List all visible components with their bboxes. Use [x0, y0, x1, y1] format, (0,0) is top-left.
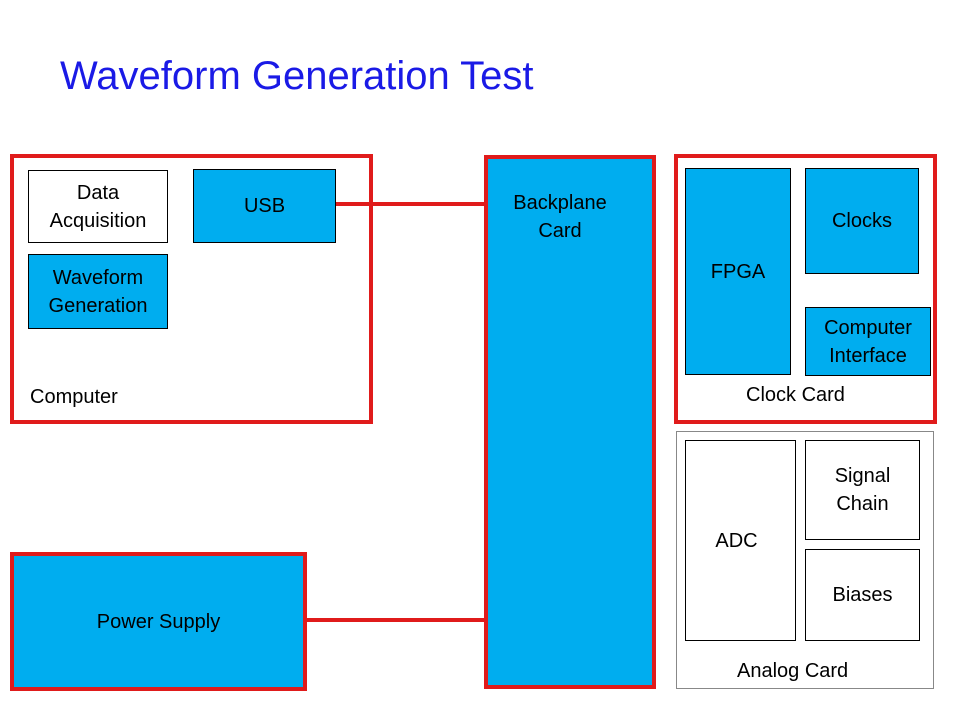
- computer-label: Computer: [30, 386, 118, 408]
- computer-interface-box: Computer Interface: [805, 307, 931, 376]
- adc-label: ADC: [715, 529, 758, 552]
- page-title: Waveform Generation Test: [60, 54, 534, 98]
- power-backplane-connector: [307, 618, 486, 622]
- signal-chain-label: Signal Chain: [834, 465, 891, 515]
- power-supply-box: Power Supply: [10, 552, 307, 691]
- backplane-label: Backplane Card: [513, 192, 607, 242]
- power-supply-label: Power Supply: [96, 610, 221, 633]
- biases-box: Biases: [805, 549, 920, 641]
- clock-card-frame: [674, 154, 937, 424]
- data-acquisition-label: Data Acquisition: [49, 181, 147, 232]
- backplane-card: [484, 155, 656, 689]
- computer-frame: [10, 154, 373, 424]
- clocks-label: Clocks: [831, 210, 892, 232]
- waveform-generation-box: Waveform Generation: [28, 254, 168, 329]
- signal-chain-box: Signal Chain: [805, 440, 920, 540]
- clocks-box: Clocks: [805, 168, 919, 274]
- biases-label: Biases: [832, 584, 893, 606]
- clock-card-label: Clock Card: [746, 384, 845, 406]
- usb-box: USB: [193, 169, 336, 243]
- waveform-generation-label: Waveform Generation: [48, 266, 148, 317]
- data-acquisition-box: Data Acquisition: [28, 170, 168, 243]
- usb-label: USB: [243, 195, 286, 217]
- analog-card-frame: [676, 431, 934, 689]
- computer-interface-label: Computer Interface: [824, 316, 912, 367]
- fpga-box: FPGA: [685, 168, 791, 375]
- usb-backplane-connector: [336, 202, 486, 206]
- analog-card-label: Analog Card: [737, 660, 849, 682]
- adc-box: ADC: [685, 440, 796, 641]
- fpga-label: FPGA: [710, 260, 766, 283]
